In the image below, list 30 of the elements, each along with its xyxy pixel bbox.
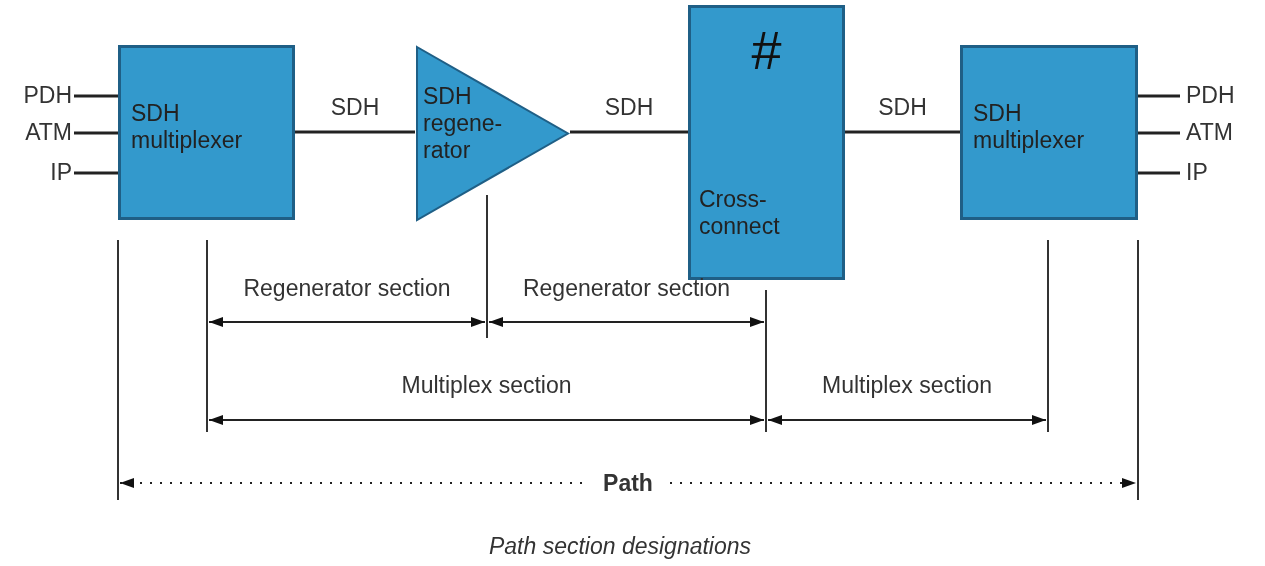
caption: Path section designations: [487, 533, 753, 559]
connector-line: [1138, 94, 1180, 98]
node-label: Cross- connect: [699, 186, 781, 240]
node-label: SDH regene- rator: [423, 83, 504, 164]
signal-label: IP: [1186, 159, 1209, 186]
connector-line: [74, 131, 118, 135]
signal-label: ATM: [1186, 119, 1234, 146]
connector-line: [1138, 171, 1180, 175]
node-label: SDH multiplexer: [131, 100, 244, 154]
edge-label: SDH: [877, 94, 928, 120]
connector-line: [570, 130, 688, 134]
connector-line: [1138, 131, 1180, 135]
connector-line: [74, 94, 118, 98]
section-label: Multiplex section: [821, 372, 993, 398]
edge-label: SDH: [603, 94, 655, 120]
section-label: Multiplex section: [400, 372, 573, 398]
multiplexer-box: [960, 45, 1138, 220]
connector-line: [295, 130, 415, 134]
signal-label: IP: [49, 159, 72, 186]
connector-line: [74, 171, 118, 175]
signal-label: PDH: [22, 82, 72, 109]
signal-label: PDH: [1186, 82, 1236, 109]
edge-label: SDH: [329, 94, 381, 120]
node-label: SDH multiplexer: [973, 100, 1086, 154]
regenerator-triangle: [415, 45, 570, 222]
cross-connect-box: [688, 5, 845, 280]
multiplexer-box: [118, 45, 295, 220]
signal-label: ATM: [24, 119, 72, 146]
hash-symbol: #: [750, 22, 783, 78]
connector-line: [845, 130, 960, 134]
